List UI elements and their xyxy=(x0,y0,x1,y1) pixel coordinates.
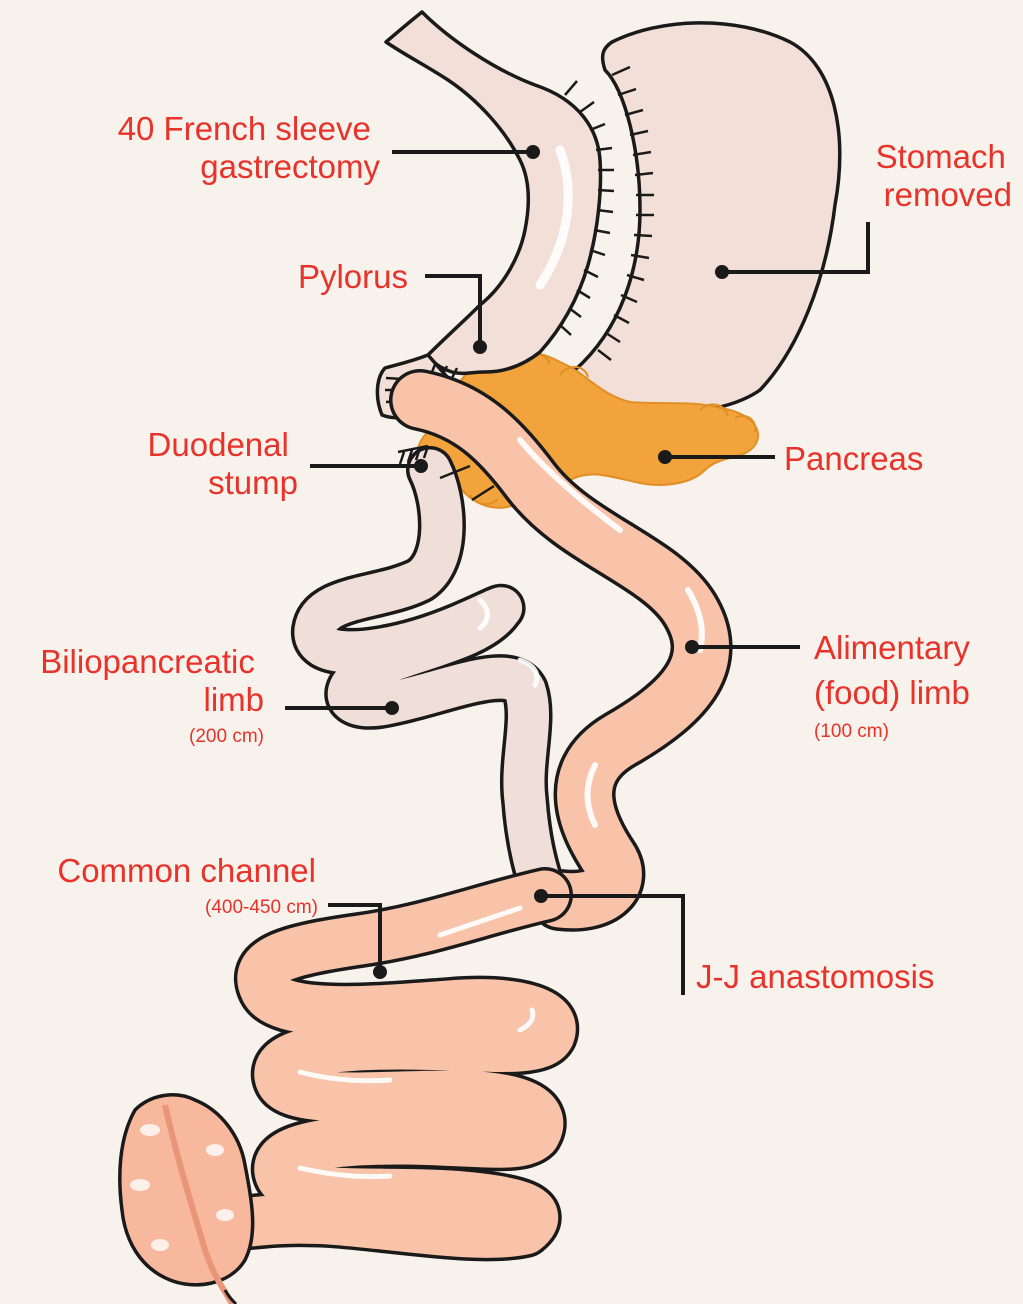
label-sleeve: 40 French sleeve gastrectomy xyxy=(118,110,381,185)
label-alimentary-limb: Alimentary (food) limb xyxy=(814,629,979,711)
label-pylorus: Pylorus xyxy=(298,258,408,295)
cecum xyxy=(120,1095,253,1304)
biliopancreatic-limb xyxy=(315,470,545,895)
common-channel xyxy=(250,895,551,1233)
removed-stomach xyxy=(575,23,840,414)
label-alimentary-length: (100 cm) xyxy=(814,721,889,742)
label-pancreas: Pancreas xyxy=(784,440,923,477)
label-common-channel: Common channel xyxy=(57,852,316,889)
label-jj-anastomosis: J-J anastomosis xyxy=(696,958,934,995)
label-common-length: (400-450 cm) xyxy=(205,897,318,918)
label-bilio-length: (200 cm) xyxy=(189,726,264,747)
label-biliopancreatic-limb: Biliopancreatic limb xyxy=(40,643,264,718)
label-duodenal-stump: Duodenal stump xyxy=(148,426,298,501)
label-stomach-removed: Stomach removed xyxy=(876,138,1015,213)
